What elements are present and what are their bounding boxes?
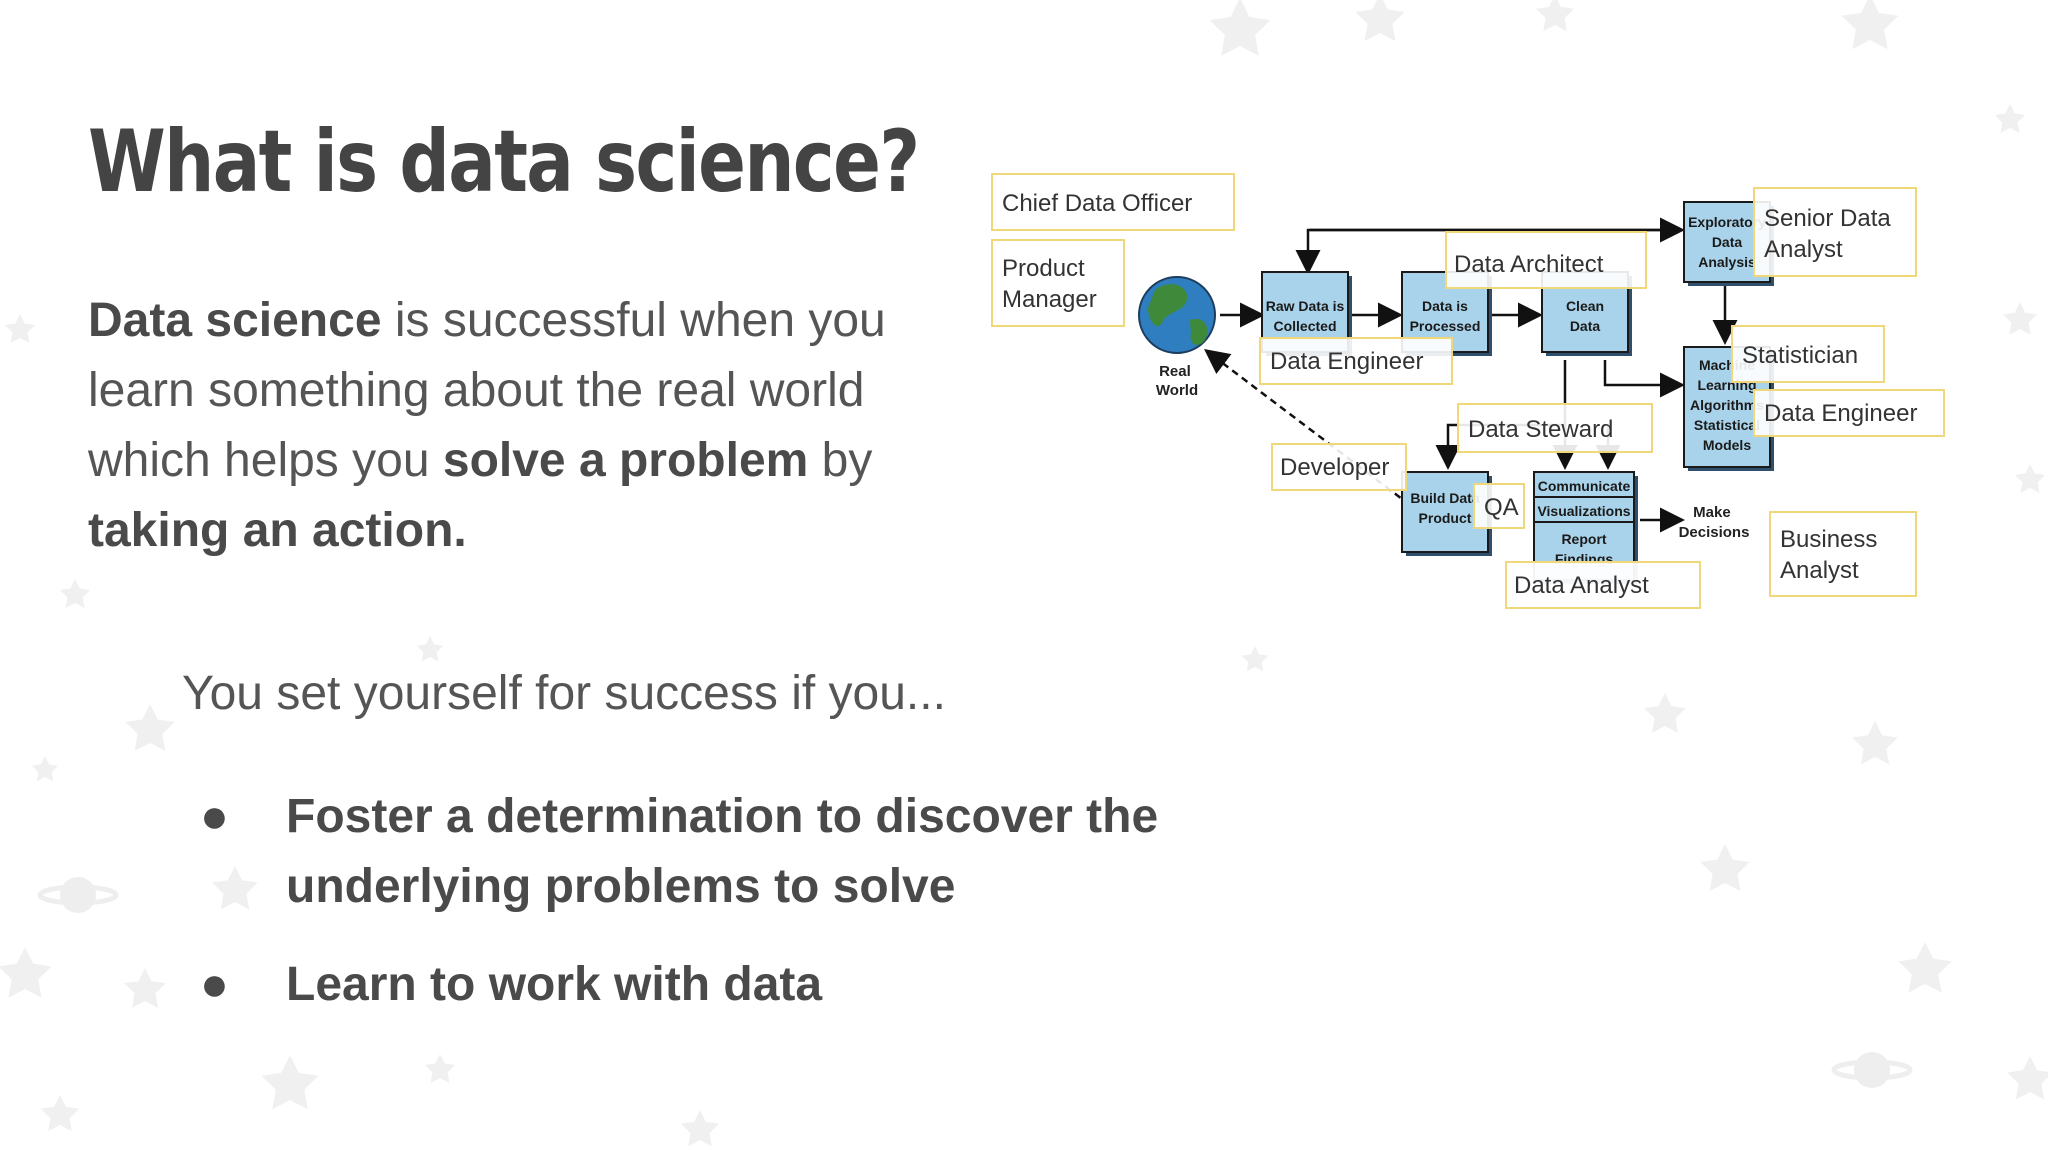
real-world-label: Real	[1159, 363, 1191, 380]
role-data-engineer-ml: Data Engineer	[1753, 389, 1945, 437]
bullet-text-line: Foster a determination to discover the	[286, 790, 1159, 843]
svg-text:Real World: Real World	[1156, 363, 1198, 399]
make-decisions-label: Decisions	[1679, 524, 1750, 541]
svg-text:Chief Data Officer: Chief Data Officer	[1002, 190, 1192, 217]
svg-text:QA: QA	[1484, 494, 1519, 521]
svg-text:Data Engineer: Data Engineer	[1764, 400, 1917, 427]
svg-text:Make Decisions: Make Decisions	[1679, 504, 1750, 541]
svg-text:Data Architect: Data Architect	[1454, 251, 1604, 278]
role-data-architect: Data Architect	[1445, 231, 1647, 289]
planet-icon	[37, 877, 1913, 1088]
role-data-steward: Data Steward	[1457, 403, 1653, 453]
emphasis-solve-problem: solve a problem	[442, 434, 809, 487]
svg-text:Statistician: Statistician	[1742, 342, 1858, 369]
role-chief-data-officer: Chief Data Officer	[991, 173, 1235, 231]
role-developer: Developer	[1271, 443, 1407, 491]
bullet-dot-icon: ●	[200, 790, 229, 843]
role-statistician: Statistician	[1731, 325, 1885, 383]
visualizations-label: Visualizations	[1537, 503, 1630, 519]
bullet-text-line: Learn to work with data	[286, 958, 823, 1011]
success-bullet-list: ● Foster a determination to discover the…	[200, 782, 1158, 1020]
svg-text:Data Analyst: Data Analyst	[1514, 572, 1649, 599]
bullet-dot-icon: ●	[200, 958, 229, 1011]
communicate-label: Communicate	[1538, 478, 1631, 494]
page-title: What is data science?	[88, 112, 920, 212]
success-lead-text: You set yourself for success if you...	[182, 667, 946, 720]
role-qa: QA	[1473, 483, 1525, 529]
intro-paragraph: Data science is successful when you lear…	[88, 286, 948, 566]
role-data-analyst: Data Analyst	[1505, 561, 1701, 609]
svg-text:Data Steward: Data Steward	[1468, 416, 1613, 443]
paragraph-text: is successful when you learn something a…	[88, 294, 886, 487]
emphasis-data-science: Data science	[88, 294, 382, 347]
globe-icon	[1138, 276, 1216, 354]
bullet-text-line: underlying problems to solve	[286, 860, 956, 913]
emphasis-taking-action: taking an action.	[88, 504, 467, 557]
bullet-item: ● Learn to work with data	[200, 950, 1158, 1020]
svg-text:Developer: Developer	[1280, 454, 1389, 481]
svg-text:Data Engineer: Data Engineer	[1270, 348, 1423, 375]
role-data-engineer: Data Engineer	[1259, 337, 1453, 385]
paragraph-text-by: by	[808, 434, 873, 487]
real-world-label: World	[1156, 382, 1198, 399]
bullet-item: ● Foster a determination to discover the…	[200, 782, 1158, 922]
make-decisions-label: Make	[1693, 504, 1731, 521]
